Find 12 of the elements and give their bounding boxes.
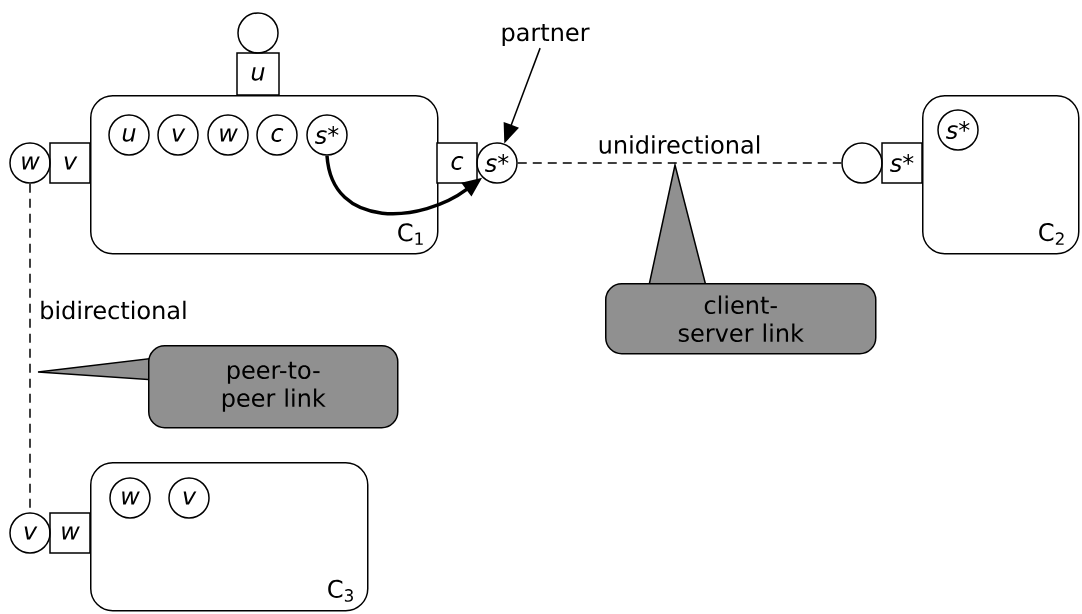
port-square: c [436, 142, 478, 184]
port-square: u [236, 52, 280, 96]
port-square: v [49, 142, 91, 184]
link-line [517, 162, 842, 164]
port-circle [841, 142, 883, 184]
edge-label: bidirectional [41, 300, 186, 320]
edge-label: unidirectional [599, 135, 760, 154]
partner-label: partner [502, 24, 590, 46]
port-square: s* [881, 142, 923, 184]
callout: peer-to-peer link [37, 345, 399, 429]
port-circle [237, 12, 279, 54]
port-square: w [49, 512, 91, 554]
